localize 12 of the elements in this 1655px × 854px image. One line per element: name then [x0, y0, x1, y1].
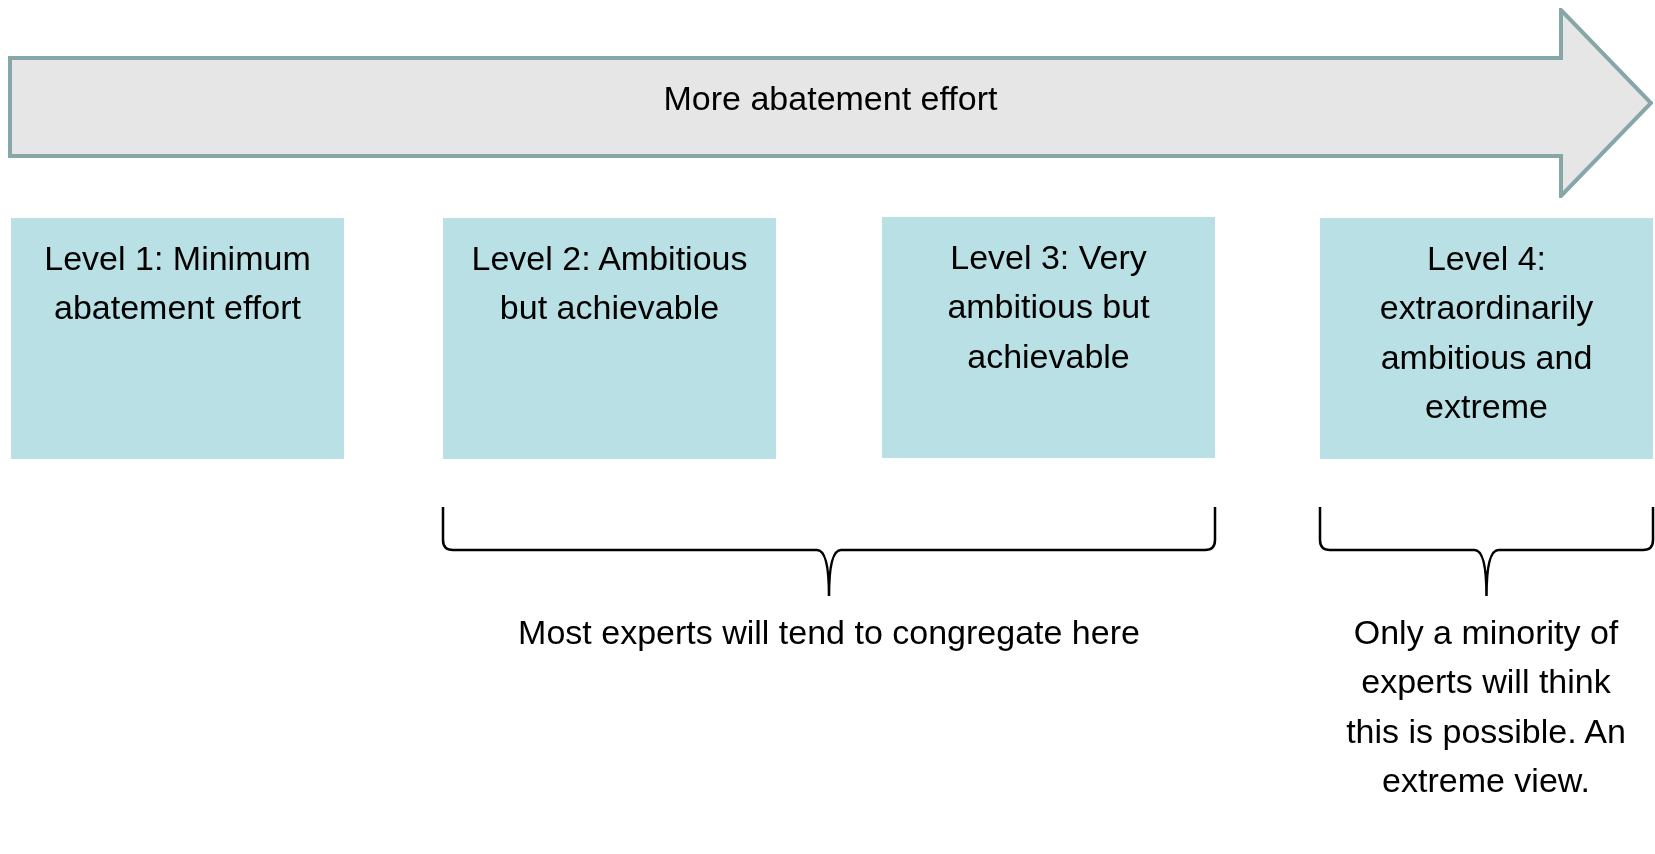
level-label: Level 4: extraordinarily ambitious and extreme [1378, 238, 1595, 427]
level-label: Level 3: Very ambitious but achievable [946, 237, 1151, 377]
note-text: Only a minority of experts will think this is possible. An extreme view. [1345, 612, 1627, 801]
level-label: Level 2: Ambitious but achievable [470, 238, 749, 329]
level-box [1320, 218, 1653, 459]
level-box [11, 218, 344, 459]
level-label: Level 1: Minimum abatement effort [43, 238, 312, 329]
level-box [882, 217, 1215, 458]
arrow-label: More abatement effort [663, 78, 998, 118]
level-box [443, 218, 776, 459]
note-text: Most experts will tend to congregate here [517, 612, 1141, 653]
block-arrow [8, 8, 1653, 198]
